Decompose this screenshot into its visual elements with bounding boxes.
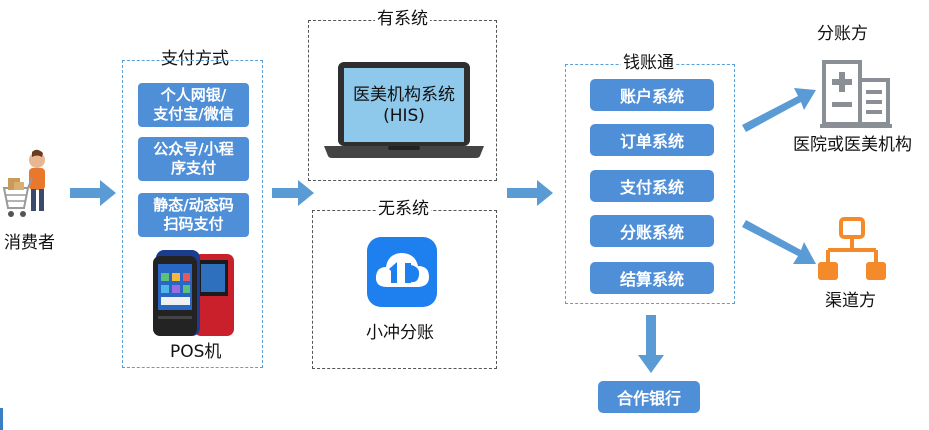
payment-box bbox=[122, 60, 263, 368]
hospital-label: 医院或医美机构 bbox=[793, 135, 912, 155]
no-system-app-label: 小冲分账 bbox=[366, 323, 434, 343]
payment-item-qr-code: 静态/动态码 扫码支付 bbox=[138, 193, 249, 237]
partner-bank-box: 合作银行 bbox=[598, 381, 700, 413]
order-system-item: 订单系统 bbox=[590, 124, 714, 156]
receiver-title: 分账方 bbox=[817, 24, 868, 44]
laptop-icon bbox=[322, 60, 486, 160]
account-system-item: 账户系统 bbox=[590, 79, 714, 111]
payment-item-official-account-miniprogram: 公众号/小程 序支付 bbox=[138, 137, 249, 181]
settlement-system-item: 结算系统 bbox=[590, 262, 714, 294]
payment-item-bank-alipay-wechat: 个人网银/ 支付宝/微信 bbox=[138, 83, 249, 127]
channel-label: 渠道方 bbox=[825, 291, 876, 311]
arrow-to-bank bbox=[638, 315, 664, 373]
arrow-to-hospital bbox=[742, 88, 816, 132]
qianzhangtong-title: 钱账通 bbox=[621, 53, 676, 73]
arrow-payment-to-system bbox=[272, 180, 314, 206]
consumer-icon bbox=[2, 148, 56, 226]
arrow-consumer-to-payment bbox=[70, 180, 116, 206]
arrow-to-channel bbox=[742, 220, 816, 264]
payment-system-item: 支付系统 bbox=[590, 170, 714, 202]
his-screen-text: 医美机构系统 (HIS) bbox=[353, 85, 455, 126]
consumer-label: 消费者 bbox=[4, 233, 55, 253]
cloud-app-icon bbox=[367, 237, 437, 307]
org-chart-icon bbox=[816, 216, 888, 288]
has-system-title: 有系统 bbox=[375, 9, 430, 29]
payment-title: 支付方式 bbox=[161, 49, 229, 69]
split-system-item: 分账系统 bbox=[590, 215, 714, 247]
slide-edge-accent bbox=[0, 408, 3, 430]
no-system-title: 无系统 bbox=[376, 199, 431, 219]
hospital-building-icon bbox=[820, 60, 892, 132]
pos-terminal-icon bbox=[150, 246, 240, 338]
pos-label: POS机 bbox=[170, 342, 222, 362]
arrow-system-to-qianzhangtong bbox=[507, 180, 553, 206]
